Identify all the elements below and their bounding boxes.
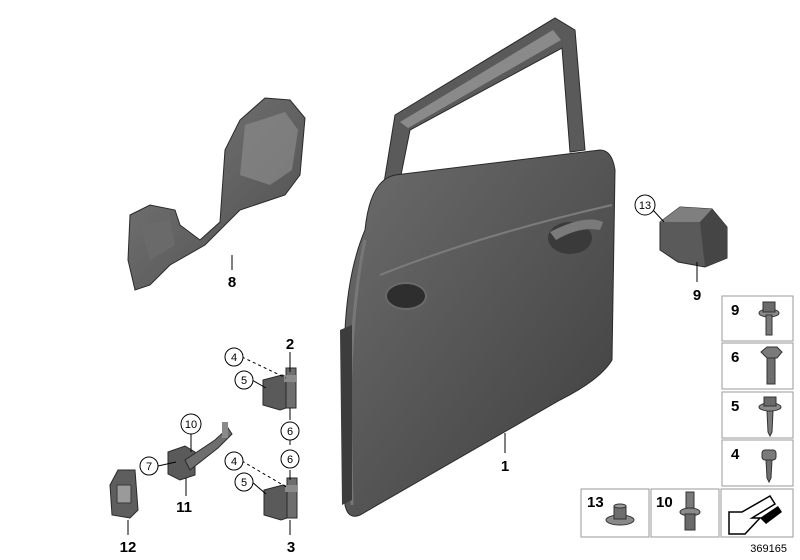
callout-2: 2 [286,336,294,353]
legend-box-13: 13 [580,488,650,538]
legend-box-6: 6 [721,342,794,390]
stud-bolt-icon [679,491,701,531]
legend-box-4: 4 [721,439,794,487]
callout-4-lower: 4 [224,451,244,471]
upper-hinge [262,367,297,411]
callout-4-upper: 4 [224,347,244,367]
door-check-strap [167,422,233,481]
circled-callouts: 4 5 6 4 5 6 7 10 [139,194,656,492]
torx-screw-icon [761,449,777,484]
callout-11: 8 [228,274,236,291]
svg-text:13: 13 [639,200,651,212]
flange-screw-icon [758,396,782,438]
door-shell [340,17,616,517]
svg-text:10: 10 [185,419,197,431]
svg-text:4: 4 [231,352,237,364]
callout-12: 9 [693,287,701,304]
svg-text:4: 4 [231,456,237,468]
callout-5-lower: 5 [234,472,254,492]
svg-text:9: 9 [731,302,739,319]
legend-box-10: 10 [650,488,720,538]
callout-10: 10 [180,413,202,435]
callout-6-upper: 6 [280,421,300,441]
svg-text:6: 6 [731,349,739,366]
svg-text:5: 5 [241,477,247,489]
diagram-reference-number: 369165 [750,543,787,555]
svg-text:13: 13 [587,494,604,511]
door-buffer-block [659,206,728,268]
lower-hinge [263,477,298,521]
callout-13: 13 [634,194,656,216]
svg-text:5: 5 [241,375,247,387]
callout-9: 7 [139,456,159,476]
callout-6-lower: 6 [280,449,300,469]
screw-with-washer-icon [758,301,780,336]
svg-text:10: 10 [656,494,673,511]
svg-text:6: 6 [287,454,293,466]
callout-3: 3 [287,539,295,556]
legend-box-9: 9 [721,295,794,342]
legend-box-arrow [720,488,794,538]
fastener-legend: 9 6 5 [580,295,794,538]
callout-1: 1 [501,458,509,475]
callout-7: 11 [176,499,192,516]
svg-text:4: 4 [731,446,740,463]
direction-arrow-icon [728,494,782,535]
hex-bolt-icon [760,346,783,385]
expanding-rivet-icon [605,503,635,526]
callout-8: 12 [120,539,137,556]
svg-text:7: 7 [146,461,152,473]
door-insulation-pad [127,97,306,291]
callout-5-upper: 5 [234,370,254,390]
door-check-gasket [109,469,139,519]
svg-text:6: 6 [287,426,293,438]
callout-numbers: 1 2 3 11 12 8 9 [120,274,702,556]
svg-text:5: 5 [731,398,739,415]
legend-box-5: 5 [721,391,794,439]
leader-lines [127,209,698,535]
